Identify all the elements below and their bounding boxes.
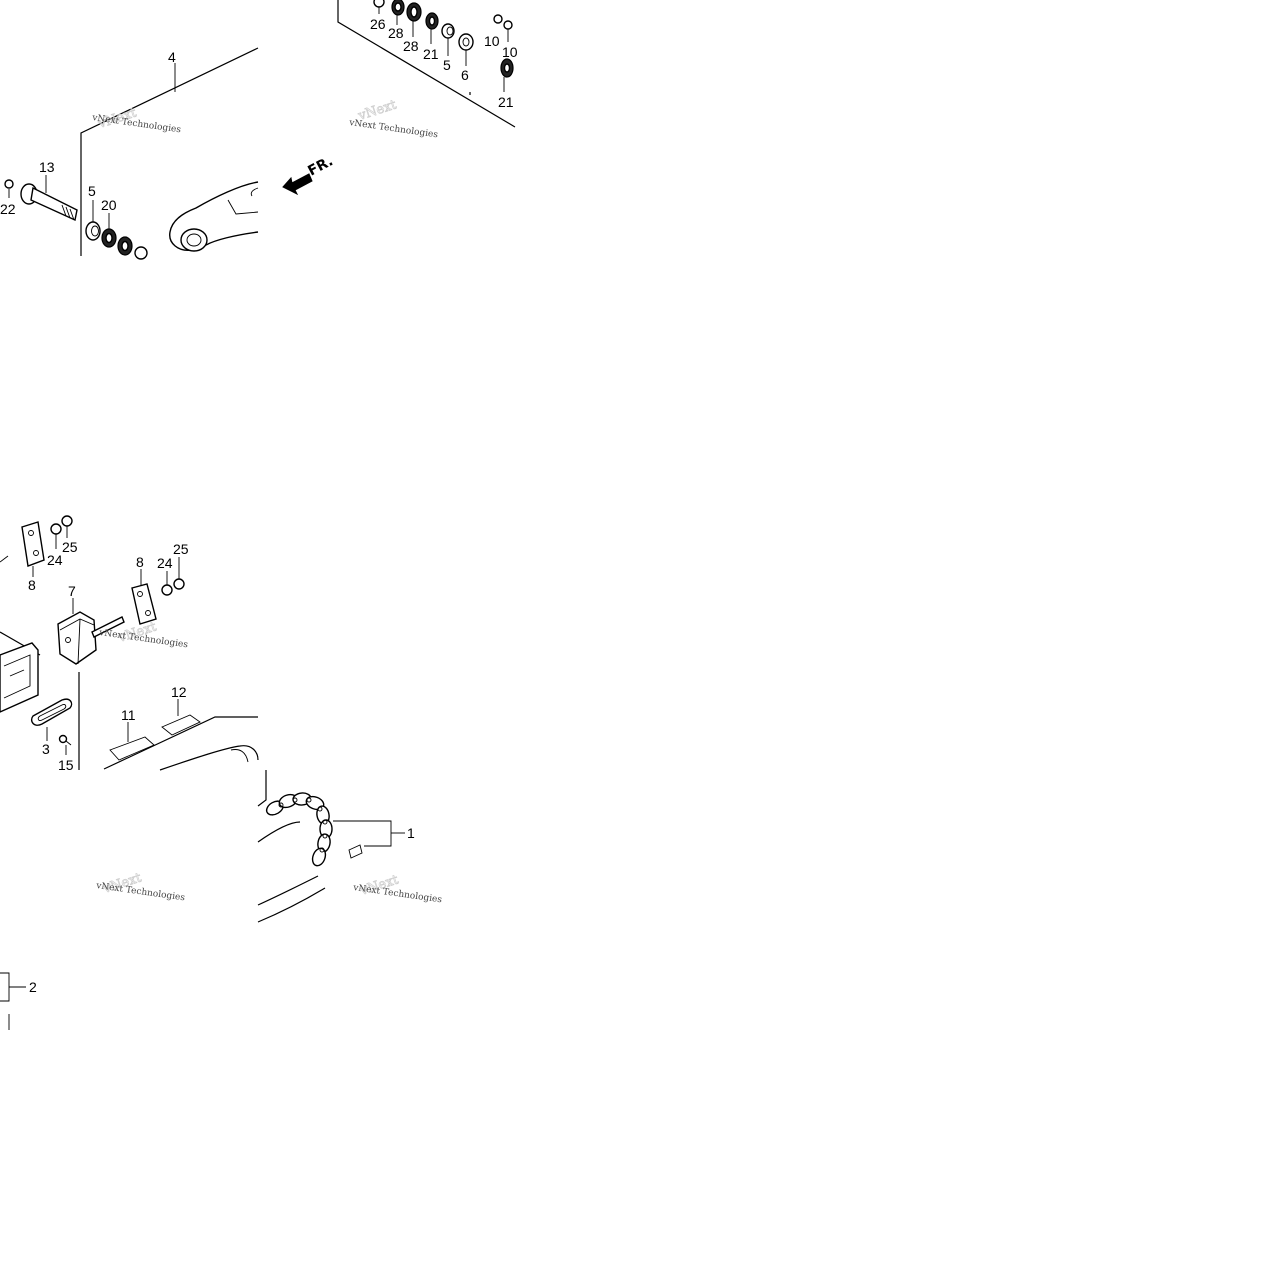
swingarm-4 bbox=[169, 181, 259, 252]
master-link bbox=[348, 844, 363, 859]
screw-15 bbox=[58, 734, 72, 746]
callout-4: 4 bbox=[168, 49, 176, 65]
callout-20: 20 bbox=[101, 197, 117, 213]
callout-25-right: 25 bbox=[173, 541, 189, 557]
pivot-bolt-13 bbox=[20, 183, 78, 222]
callout-6: 6 bbox=[461, 67, 469, 83]
bearing-21-a bbox=[425, 12, 439, 30]
bearing-28-a bbox=[391, 0, 405, 16]
callout-22: 22 bbox=[0, 201, 16, 217]
callout-21-a: 21 bbox=[423, 46, 439, 62]
bushing-6 bbox=[458, 33, 474, 51]
chain-slider-edge bbox=[0, 642, 39, 713]
watermark-1: vNext Technologies bbox=[348, 118, 439, 141]
callout-11: 11 bbox=[121, 707, 136, 723]
swingarm-pivot-section: 4 13 22 5 20 bbox=[0, 47, 336, 260]
bearing-21-b bbox=[500, 58, 514, 78]
callout-2: 2 bbox=[29, 979, 37, 995]
callout-7: 7 bbox=[68, 583, 76, 599]
label-sticker-11 bbox=[109, 736, 155, 761]
callout-15: 15 bbox=[58, 757, 74, 773]
callout-5-top: 5 bbox=[443, 57, 451, 73]
adjuster-plate-8-right bbox=[131, 583, 157, 625]
drive-chain-1 bbox=[265, 792, 333, 867]
callout-12: 12 bbox=[171, 684, 187, 700]
label-sticker-12 bbox=[161, 714, 201, 736]
adjuster-block-7 bbox=[57, 611, 125, 665]
cover-3 bbox=[30, 698, 73, 726]
callout-21-b: 21 bbox=[498, 94, 514, 110]
callout-3: 3 bbox=[42, 741, 50, 757]
callout-10-b: 10 bbox=[502, 44, 518, 60]
callout-13: 13 bbox=[39, 159, 55, 175]
callout-10-a: 10 bbox=[484, 33, 500, 49]
callout-26: 26 bbox=[370, 16, 386, 32]
adjuster-plate-8-left bbox=[21, 521, 45, 567]
top-hardware-section: 26 28 28 21 5 6 10 10 21 vNext vNext Tec… bbox=[337, 0, 518, 141]
callout-5-left: 5 bbox=[88, 183, 96, 199]
bearing-28-b bbox=[406, 2, 422, 22]
collar-5-a bbox=[441, 23, 455, 39]
callout-24-right: 24 bbox=[157, 555, 173, 571]
chain-adjuster-section: 8 24 25 7 8 24 25 bbox=[0, 515, 259, 773]
callout-8-right: 8 bbox=[136, 554, 144, 570]
callout-1: 1 bbox=[407, 825, 415, 841]
callout-28-b: 28 bbox=[403, 38, 419, 54]
front-direction-arrow: FR. bbox=[282, 153, 336, 196]
callout-25-left: 25 bbox=[62, 539, 78, 555]
callout-8-left: 8 bbox=[28, 577, 36, 593]
drive-chain-section: 1 vNext vNext Technologies vNext vNext T… bbox=[95, 770, 443, 923]
callout-24-left: 24 bbox=[47, 552, 63, 568]
collar-5-b bbox=[85, 221, 101, 241]
callout-28-a: 28 bbox=[388, 25, 404, 41]
bearing-20 bbox=[101, 228, 148, 260]
front-label: FR. bbox=[305, 153, 335, 179]
bottom-left-section: 2 bbox=[0, 972, 37, 1030]
